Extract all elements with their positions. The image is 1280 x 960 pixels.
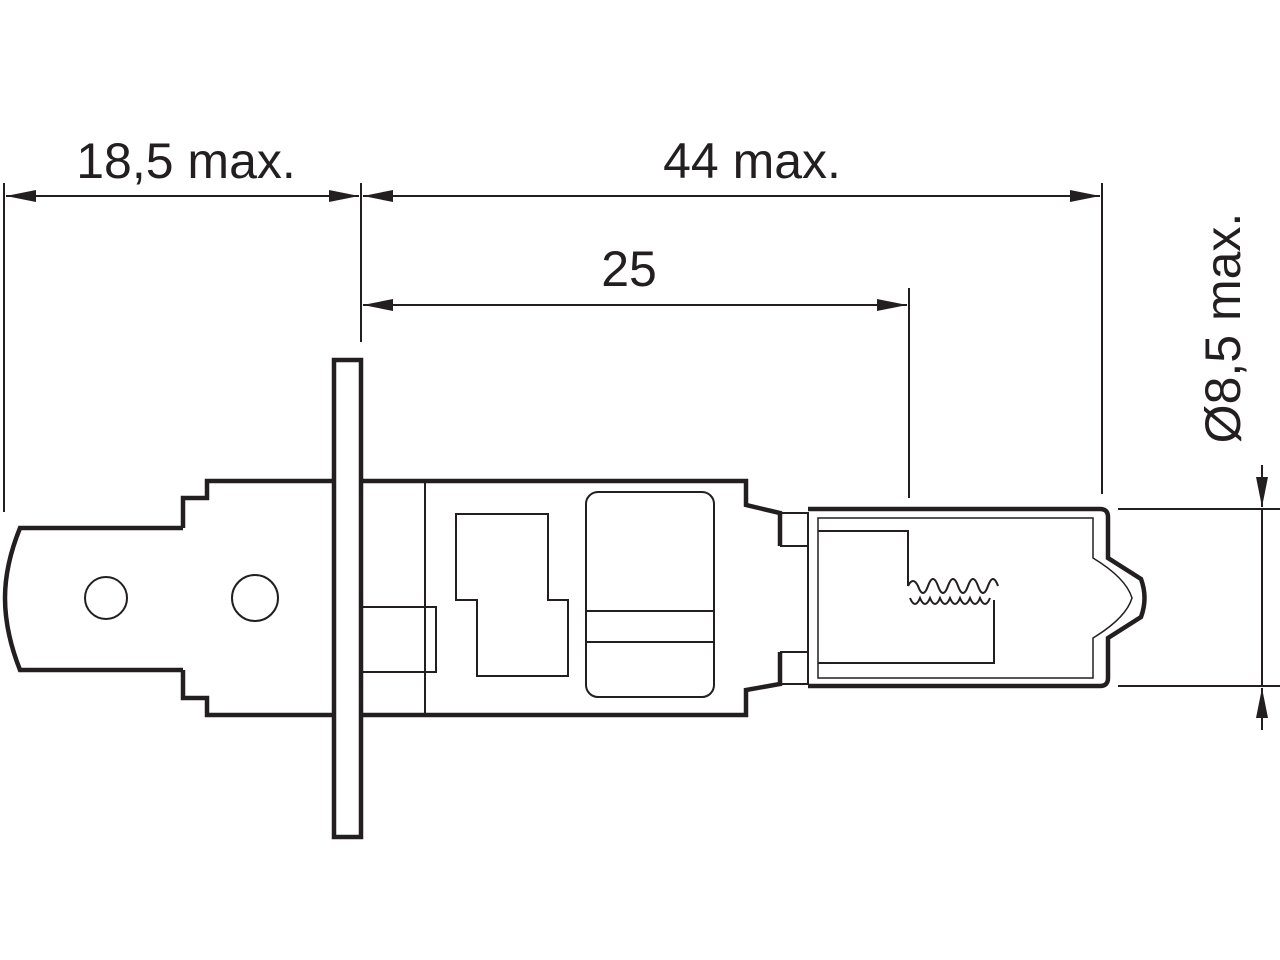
inner-contact-step bbox=[455, 513, 569, 677]
glass-bulb bbox=[808, 506, 1147, 689]
connector-hole-small bbox=[84, 576, 128, 620]
dimension-lines bbox=[3, 183, 1280, 730]
inner-contact-block bbox=[363, 606, 437, 673]
dim-label-diameter: Ø8,5 max. bbox=[1195, 213, 1251, 444]
flange bbox=[331, 357, 364, 840]
neck-bands bbox=[779, 512, 809, 685]
glass-bulb-inner bbox=[817, 517, 1133, 679]
connector-hole-large bbox=[231, 574, 279, 622]
dim-label-18-5: 18,5 max. bbox=[76, 133, 296, 189]
bulb-body bbox=[2, 357, 1147, 840]
filament-coil-lower bbox=[909, 595, 991, 605]
filament-lead-upper bbox=[818, 530, 909, 586]
filament-lead-lower bbox=[818, 600, 995, 664]
dim-label-44: 44 max. bbox=[663, 133, 841, 189]
dim-label-25: 25 bbox=[601, 241, 657, 297]
filament-coil bbox=[907, 578, 999, 594]
inner-socket-frame bbox=[585, 491, 715, 698]
connector-tab bbox=[2, 525, 183, 673]
base-housing bbox=[180, 478, 783, 718]
